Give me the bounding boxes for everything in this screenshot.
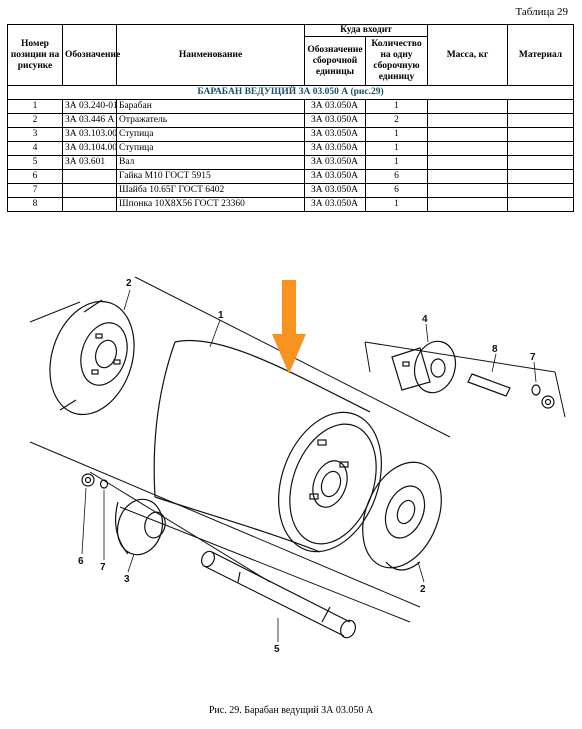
reflector-disc-left [49, 299, 135, 416]
callout-1: 1 [218, 310, 224, 321]
callout-2-bottom: 2 [420, 584, 426, 595]
cell-assembly: ЗА 03.050А [304, 183, 366, 198]
header-assembly-designation: Обозначение сборочной единицы [304, 36, 366, 86]
callout-8: 8 [492, 344, 498, 355]
hub-left [115, 498, 166, 556]
cell-quantity: 6 [365, 169, 428, 184]
cell-designation: ЗА 03.601 [62, 155, 117, 170]
cell-name: Шайба 10.65Г ГОСТ 6402 [116, 183, 305, 198]
cell-material [507, 99, 574, 114]
cell-designation [62, 197, 117, 212]
callout-4: 4 [422, 314, 428, 325]
cell-position: 5 [7, 155, 63, 170]
cell-quantity: 1 [365, 99, 428, 114]
cell-name: Вал [116, 155, 305, 170]
cell-material [507, 141, 574, 156]
cell-assembly: ЗА 03.050А [304, 99, 366, 114]
cell-assembly: ЗА 03.050А [304, 127, 366, 142]
cell-quantity: 1 [365, 141, 428, 156]
drum-cylinder [153, 339, 382, 553]
header-name: Наименование [116, 24, 305, 86]
callout-7-left: 7 [100, 562, 106, 573]
cell-position: 2 [7, 113, 63, 128]
callout-3: 3 [124, 574, 130, 585]
cell-designation: ЗА 03.446 А [62, 113, 117, 128]
cell-quantity: 1 [365, 127, 428, 142]
cell-position: 1 [7, 99, 63, 114]
cell-mass [427, 99, 508, 114]
header-designation: Обозначение [62, 24, 120, 86]
cell-name: Гайка М10 ГОСТ 5915 [116, 169, 305, 184]
cell-quantity: 2 [365, 113, 428, 128]
cell-quantity: 6 [365, 183, 428, 198]
cell-position: 3 [7, 127, 63, 142]
table-caption: Таблица 29 [515, 6, 568, 18]
cell-material [507, 127, 574, 142]
reflector-disc-right [362, 461, 442, 571]
washer-nut-right [531, 384, 555, 409]
callout-2-top: 2 [126, 278, 132, 289]
cell-mass [427, 141, 508, 156]
cell-assembly: ЗА 03.050А [304, 197, 366, 212]
header-where-used: Куда входит [304, 24, 428, 37]
drawing-outline-lines [29, 276, 566, 623]
cell-position: 4 [7, 141, 63, 156]
leader-lines [81, 289, 537, 642]
cell-assembly: ЗА 03.050А [304, 141, 366, 156]
cell-designation [62, 169, 117, 184]
cell-designation: ЗА 03.240-01 [62, 99, 117, 114]
nut-washer-left [81, 473, 109, 489]
cell-mass [427, 183, 508, 198]
cell-assembly: ЗА 03.050А [304, 155, 366, 170]
cell-mass [427, 113, 508, 128]
cell-material [507, 113, 574, 128]
cell-name: Отражатель [116, 113, 305, 128]
exploded-drawing: 2 1 4 8 7 2 3 6 7 5 [29, 276, 566, 655]
cell-designation [62, 183, 117, 198]
callout-5: 5 [274, 644, 280, 655]
cell-position: 8 [7, 197, 63, 212]
cell-material [507, 169, 574, 184]
header-quantity: Количество на одну сборочную единицу [365, 36, 428, 86]
cell-material [507, 155, 574, 170]
cell-name: Барабан [116, 99, 305, 114]
callout-7-right: 7 [530, 352, 536, 363]
cell-mass [427, 127, 508, 142]
orange-arrow-icon [272, 280, 306, 374]
hub-right [391, 340, 457, 394]
cell-assembly: ЗА 03.050А [304, 169, 366, 184]
parts-table: Номер позиции на рисунке Обозначение Наи… [7, 24, 574, 212]
figure-caption: Рис. 29. Барабан ведущий ЗА 03.050 А [208, 705, 374, 716]
cell-material [507, 183, 574, 198]
section-title: БАРАБАН ВЕДУЩИЙ ЗА 03.050 А (рис.29) [7, 85, 574, 100]
cell-designation: ЗА 03.104.00 [62, 141, 117, 156]
cell-mass [427, 155, 508, 170]
cell-assembly: ЗА 03.050А [304, 113, 366, 128]
header-material: Материал [507, 24, 574, 86]
header-mass: Масса, кг [427, 24, 508, 86]
cell-mass [427, 197, 508, 212]
cell-mass [427, 169, 508, 184]
key-part [467, 373, 511, 397]
cell-quantity: 1 [365, 155, 428, 170]
cell-material [507, 197, 574, 212]
cell-name: Ступица [116, 127, 305, 142]
header-position: Номер позиции на рисунке [7, 24, 63, 86]
cell-designation: ЗА 03.103.00 [62, 127, 117, 142]
cell-name: Ступица [116, 141, 305, 156]
cell-position: 7 [7, 183, 63, 198]
cell-position: 6 [7, 169, 63, 184]
cell-quantity: 1 [365, 197, 428, 212]
shaft-part [200, 550, 356, 639]
callout-6-left: 6 [78, 556, 84, 567]
cell-name: Шпонка 10Х8Х56 ГОСТ 23360 [116, 197, 305, 212]
